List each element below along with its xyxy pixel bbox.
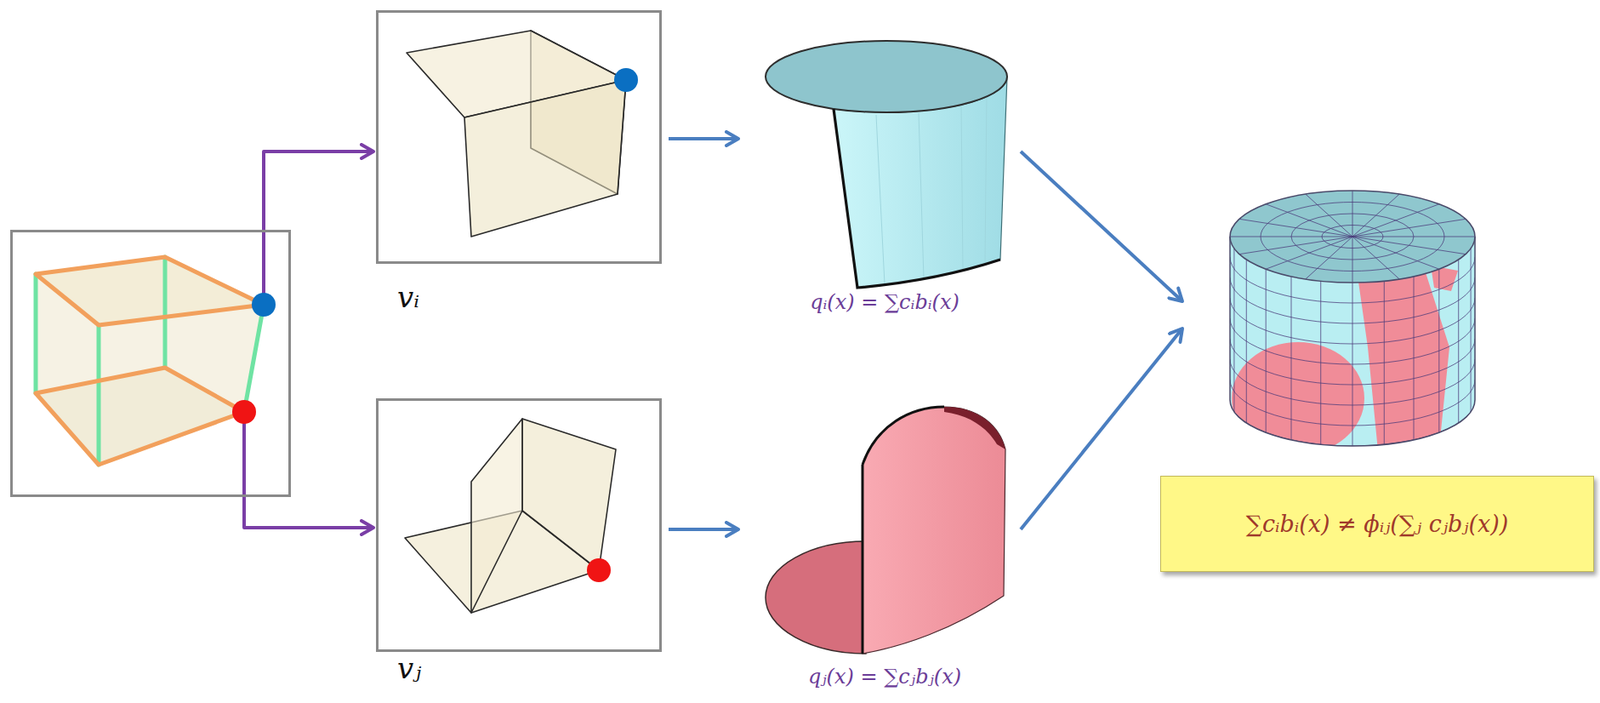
patch-shading bbox=[876, 93, 987, 285]
cube-horizontal-edges bbox=[35, 256, 264, 465]
vertex-star-frame: vⱼ bbox=[375, 398, 662, 652]
vertex-star-frame: vᵢ bbox=[375, 10, 662, 264]
vertex-label: vᵢ bbox=[397, 279, 420, 314]
grid-line bbox=[1352, 236, 1475, 238]
cube-vertical-edges bbox=[35, 256, 264, 465]
grid-line bbox=[1457, 259, 1459, 423]
grid-line bbox=[1383, 280, 1385, 445]
label-holder: qᵢ(x) = ∑cᵢbᵢ(x) bbox=[748, 289, 1021, 315]
label-holder bbox=[1184, 178, 1489, 460]
vertex-star-figure bbox=[406, 30, 627, 237]
patch-body bbox=[862, 406, 1006, 654]
local-surface-patch: qᵢ(x) = ∑cᵢbᵢ(x) bbox=[748, 34, 1021, 315]
blend-top bbox=[1229, 190, 1475, 283]
vertex-dot bbox=[586, 558, 611, 582]
blended-surface bbox=[1184, 178, 1489, 460]
connector-arrow bbox=[1020, 151, 1183, 302]
vertex-star-figure bbox=[404, 418, 616, 613]
connector-arrow bbox=[263, 151, 374, 305]
grid-line bbox=[1352, 204, 1440, 237]
grid-line bbox=[1352, 236, 1354, 283]
vertex-dot bbox=[614, 68, 638, 92]
label-holder bbox=[12, 232, 289, 495]
cyan-surface-patch bbox=[765, 40, 1008, 288]
star-face bbox=[464, 79, 627, 237]
grid-line bbox=[1352, 236, 1440, 269]
star-face bbox=[471, 418, 523, 613]
grid-line bbox=[1352, 190, 1354, 237]
connector-arrow bbox=[1020, 328, 1183, 530]
connector-arrow bbox=[244, 411, 374, 528]
inequality-note-box: ∑cᵢbᵢ(x) ≠ ϕᵢⱼ(∑ⱼ cⱼbⱼ(x)) bbox=[1160, 475, 1595, 572]
grid-line bbox=[1352, 282, 1354, 446]
cube-figure bbox=[35, 256, 264, 465]
patch-formula: qᵢ(x) = ∑cᵢbᵢ(x) bbox=[809, 289, 960, 315]
label-holder: vᵢ bbox=[397, 279, 420, 314]
label-holder: qⱼ(x) = ∑cⱼbⱼ(x) bbox=[748, 663, 1021, 689]
patch-formula: qⱼ(x) = ∑cⱼbⱼ(x) bbox=[808, 663, 962, 689]
connector-arrow bbox=[668, 527, 739, 531]
patch-top bbox=[765, 40, 1008, 113]
star-face bbox=[522, 418, 616, 570]
grid-line bbox=[1265, 268, 1267, 433]
patch-outline bbox=[833, 108, 1001, 288]
patch-disc bbox=[765, 540, 866, 654]
inequality-formula: ∑cᵢbᵢ(x) ≠ ϕᵢⱼ(∑ⱼ cⱼbⱼ(x)) bbox=[1246, 509, 1509, 539]
grid-line bbox=[1352, 236, 1400, 280]
vertex-label: vⱼ bbox=[397, 650, 422, 685]
grid-line bbox=[1233, 248, 1235, 412]
blend-pink-region bbox=[1357, 267, 1450, 451]
pink-surface-patch bbox=[765, 406, 1006, 654]
patch-curl bbox=[944, 406, 1006, 450]
grid-line bbox=[1413, 276, 1415, 440]
grid-line bbox=[1438, 268, 1440, 433]
grid-line bbox=[1470, 248, 1472, 412]
cube-face bbox=[35, 256, 264, 325]
blend-top-outline bbox=[1229, 190, 1475, 283]
blend-pink-region bbox=[1231, 341, 1365, 455]
grid-line bbox=[1265, 204, 1353, 237]
connector-arrow bbox=[668, 136, 739, 141]
label-holder: ∑cᵢbᵢ(x) ≠ ϕᵢⱼ(∑ⱼ cⱼbⱼ(x)) bbox=[1161, 476, 1594, 571]
grid-line bbox=[1246, 259, 1247, 423]
vertex-dot bbox=[232, 399, 257, 424]
grid-line bbox=[1229, 236, 1353, 238]
blended-surface-figure bbox=[1229, 190, 1475, 455]
vertex-dot bbox=[251, 292, 276, 317]
label-holder: vⱼ bbox=[397, 650, 422, 685]
grid-line bbox=[1305, 193, 1353, 237]
grid-line bbox=[1265, 236, 1353, 269]
local-surface-patch: qⱼ(x) = ∑cⱼbⱼ(x) bbox=[748, 399, 1021, 689]
grid-line bbox=[1320, 280, 1321, 445]
grid-line bbox=[1239, 236, 1353, 255]
source-mesh-frame bbox=[10, 229, 291, 497]
blend-pink-regions bbox=[1231, 265, 1458, 455]
blend-grid bbox=[1229, 190, 1475, 283]
grid-line bbox=[1352, 218, 1466, 237]
grid-line bbox=[1291, 276, 1293, 440]
patch-outline bbox=[862, 406, 945, 654]
